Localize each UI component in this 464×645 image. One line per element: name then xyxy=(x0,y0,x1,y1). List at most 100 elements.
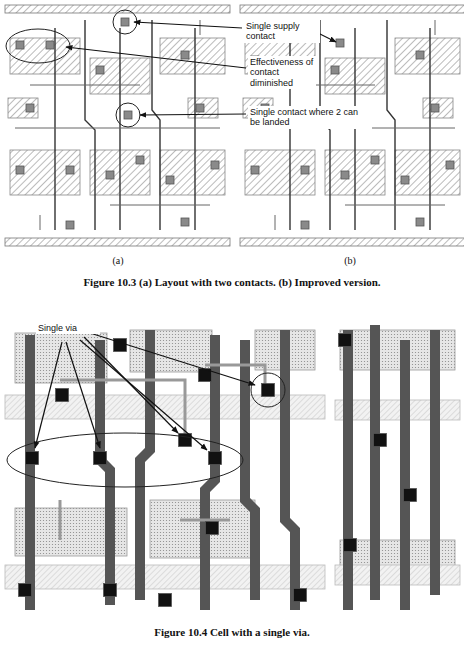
leader-line xyxy=(90,333,255,385)
leader-line xyxy=(84,337,178,433)
poly-gate xyxy=(140,330,150,600)
metal-wire xyxy=(30,85,140,86)
contact xyxy=(16,166,24,174)
highlight-circle xyxy=(116,103,140,127)
metal-band xyxy=(335,565,460,585)
poly-gate xyxy=(387,20,395,230)
metal-wire xyxy=(345,205,445,206)
subfigure-label: (a) xyxy=(105,255,131,267)
via xyxy=(339,334,352,347)
figure-caption: Figure 10.3 (a) Layout with two contacts… xyxy=(0,276,464,289)
poly-gate xyxy=(85,20,95,230)
via xyxy=(209,452,222,465)
via xyxy=(94,452,107,465)
contact xyxy=(341,171,349,179)
contact xyxy=(26,104,34,112)
via xyxy=(374,434,387,447)
metal-wire xyxy=(40,215,41,230)
contact xyxy=(431,104,439,112)
contact xyxy=(124,111,132,119)
contact xyxy=(181,218,189,226)
leader-line xyxy=(140,114,246,115)
diffusion-region xyxy=(160,150,225,195)
figure-caption: Figure 10.4 Cell with a single via. xyxy=(0,626,464,639)
diffusion-region xyxy=(160,38,225,74)
via xyxy=(404,489,417,502)
via xyxy=(159,594,172,607)
supply-rail xyxy=(240,238,464,246)
poly-gate xyxy=(400,340,410,610)
leader-line xyxy=(80,340,207,450)
leader-line xyxy=(134,22,242,28)
contact xyxy=(181,51,189,59)
contact xyxy=(331,66,339,74)
contact xyxy=(166,176,174,184)
contact xyxy=(106,171,114,179)
subfigure-label: (b) xyxy=(337,255,363,267)
leader-line xyxy=(66,47,246,68)
contact xyxy=(96,66,104,74)
metal-wire xyxy=(275,215,276,230)
supply-rail xyxy=(240,5,464,13)
poly-gate xyxy=(285,330,295,610)
contact xyxy=(416,51,424,59)
diffusion-region xyxy=(245,150,315,195)
metal-band xyxy=(335,400,460,420)
diffusion-region xyxy=(130,330,212,372)
via xyxy=(206,522,219,535)
diffusion-region xyxy=(10,150,80,195)
contact xyxy=(16,41,24,49)
via xyxy=(26,452,39,465)
contact xyxy=(446,161,454,169)
metal-wire xyxy=(15,128,220,129)
contact xyxy=(401,176,409,184)
callout-label: Single supply contact xyxy=(244,20,320,43)
highlight-ellipse xyxy=(6,29,70,63)
highlight-circle xyxy=(251,373,285,407)
callout-label: Effectiveness of contact diminished xyxy=(248,56,316,89)
via xyxy=(19,584,32,597)
poly-gate xyxy=(54,28,55,230)
contact xyxy=(336,39,344,47)
poly-gate xyxy=(245,340,255,600)
highlight-circle xyxy=(113,10,137,34)
contact xyxy=(66,166,74,174)
contact xyxy=(301,221,309,229)
contact xyxy=(301,166,309,174)
metal-wire xyxy=(60,380,185,440)
poly-gate xyxy=(152,20,160,230)
callout-label: Single via xyxy=(36,322,100,334)
contact xyxy=(196,104,204,112)
via xyxy=(104,584,117,597)
via xyxy=(344,539,357,552)
metal-band xyxy=(5,395,325,419)
metal-wire xyxy=(110,205,210,206)
contact xyxy=(136,156,144,164)
contact xyxy=(121,18,129,26)
leader-line xyxy=(66,342,100,448)
poly-gate xyxy=(354,28,355,230)
supply-rail xyxy=(5,238,230,246)
contact xyxy=(251,166,259,174)
via xyxy=(262,384,275,397)
metal-pad xyxy=(8,98,38,118)
poly-gate xyxy=(343,330,353,610)
contact xyxy=(371,156,379,164)
poly-gate xyxy=(429,28,430,230)
metal-wire xyxy=(180,519,230,522)
metal-wire xyxy=(59,500,62,540)
contact xyxy=(211,161,219,169)
poly-gate xyxy=(119,28,120,230)
via xyxy=(56,389,69,402)
contact xyxy=(66,221,74,229)
metal-band xyxy=(5,565,325,589)
contact xyxy=(46,41,54,49)
metal-pad xyxy=(423,98,453,118)
highlight-ellipse xyxy=(7,433,243,487)
poly-gate xyxy=(370,325,380,600)
diffusion-region xyxy=(395,38,460,74)
diffusion-region xyxy=(395,150,460,195)
metal-wire xyxy=(435,20,436,35)
supply-rail xyxy=(5,5,230,13)
leader-line xyxy=(35,342,62,448)
